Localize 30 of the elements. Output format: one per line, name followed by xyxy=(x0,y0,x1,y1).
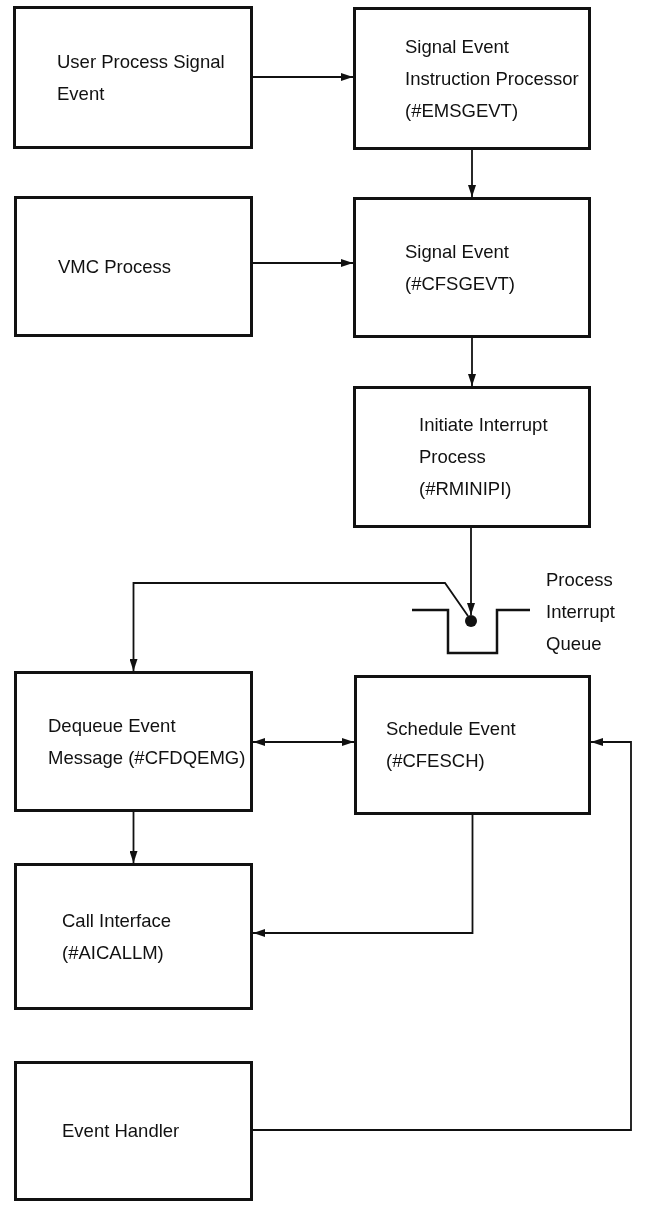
box-label: Signal Event (#CFSGEVT) xyxy=(405,239,516,296)
arrow xyxy=(252,738,355,746)
box-label: Dequeue Event Message (#CFDQEMG) xyxy=(48,713,247,770)
box-label: Signal Event Instruction Processor (#EMSGEVT) xyxy=(405,34,580,123)
box-label: Initiate Interrupt Process (#RMINIPI) xyxy=(419,413,549,501)
box-label: Call Interface (#AICALLM) xyxy=(62,908,172,965)
queue-label: Process Interrupt Queue xyxy=(546,568,616,656)
arrow xyxy=(129,582,469,672)
process-box xyxy=(14,1061,253,1201)
arrow xyxy=(252,814,474,937)
process-box xyxy=(353,197,591,338)
box-label: Schedule Event (#CFESCH) xyxy=(386,717,517,773)
arrow xyxy=(467,527,475,616)
queue-symbol xyxy=(412,608,530,656)
box-label: VMC Process xyxy=(58,254,173,279)
arrow xyxy=(252,259,354,267)
process-box xyxy=(14,196,253,337)
arrow xyxy=(468,149,476,198)
box-label: User Process Signal Event xyxy=(57,49,226,106)
process-box xyxy=(353,386,591,528)
process-box xyxy=(353,7,591,150)
arrow xyxy=(252,73,354,81)
arrow xyxy=(252,738,632,1131)
process-box xyxy=(354,675,591,815)
arrow xyxy=(129,811,138,864)
arrow xyxy=(468,337,476,387)
process-box xyxy=(14,671,253,812)
box-label: Event Handler xyxy=(62,1119,181,1143)
process-box xyxy=(14,863,253,1010)
process-box xyxy=(13,6,253,149)
